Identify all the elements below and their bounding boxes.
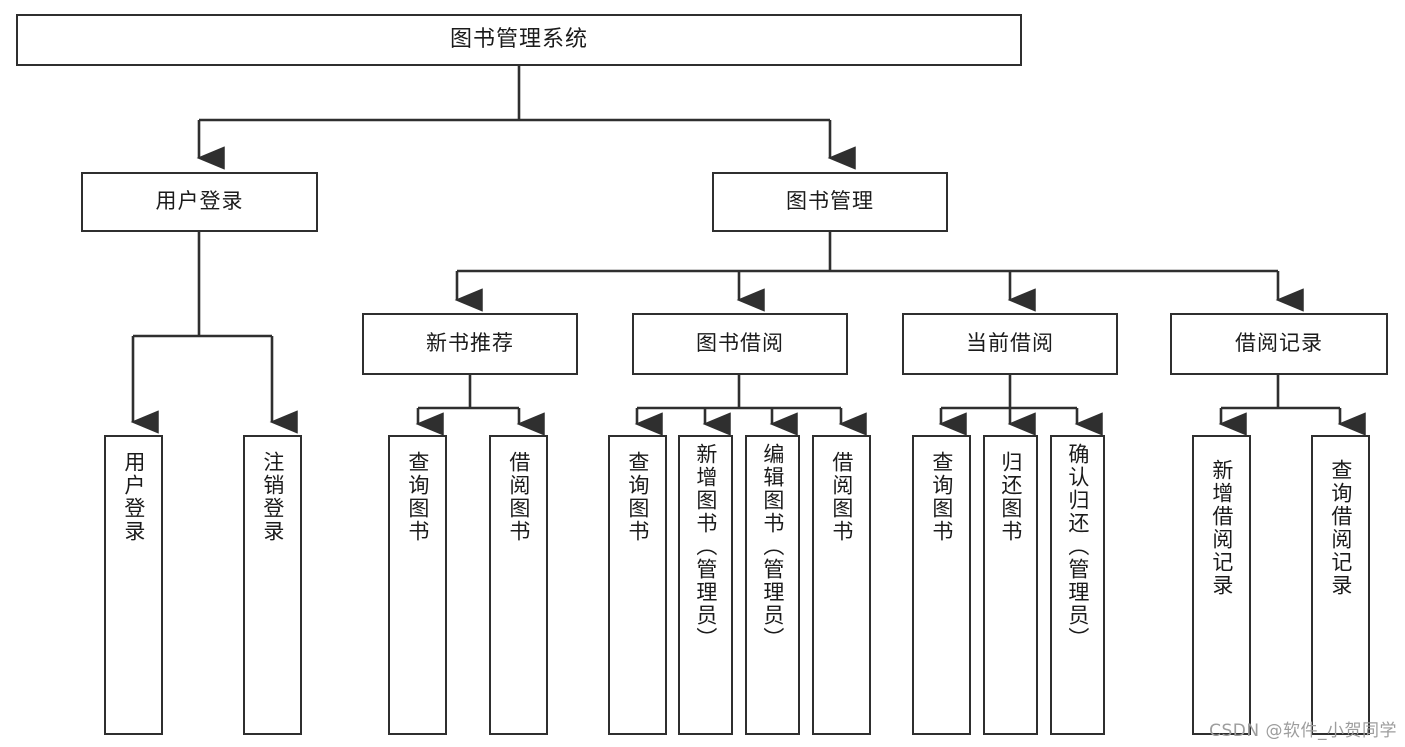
node-query-borrow-record[interactable]: 查询借阅记录 [1311, 435, 1370, 735]
node-add-borrow-record[interactable]: 新增借阅记录 [1192, 435, 1251, 735]
node-user-login[interactable]: 用户登录 [81, 172, 318, 232]
node-edit-book-admin-label: 编辑图书（管理员） [760, 443, 785, 650]
node-query-book-current[interactable]: 查询图书 [912, 435, 971, 735]
node-query-book-recommend-label: 查询图书 [405, 451, 430, 543]
node-new-book-recommend-label: 新书推荐 [426, 331, 514, 356]
node-user-login-action[interactable]: 用户登录 [104, 435, 163, 735]
node-borrow-book-action-label: 借阅图书 [829, 451, 854, 543]
node-new-book-recommend[interactable]: 新书推荐 [362, 313, 578, 375]
node-add-book-admin-label: 新增图书（管理员） [693, 443, 718, 650]
node-borrow-record-label: 借阅记录 [1235, 331, 1323, 356]
node-add-borrow-record-label: 新增借阅记录 [1209, 459, 1234, 597]
node-query-book-current-label: 查询图书 [929, 451, 954, 543]
node-borrow-book-action[interactable]: 借阅图书 [812, 435, 871, 735]
node-book-borrow[interactable]: 图书借阅 [632, 313, 848, 375]
node-edit-book-admin[interactable]: 编辑图书（管理员） [745, 435, 800, 735]
node-root-label: 图书管理系统 [449, 26, 588, 52]
node-query-book-borrow[interactable]: 查询图书 [608, 435, 667, 735]
node-current-borrow[interactable]: 当前借阅 [902, 313, 1118, 375]
node-book-management[interactable]: 图书管理 [712, 172, 948, 232]
node-user-logout-action-label: 注销登录 [260, 451, 285, 543]
node-query-book-recommend[interactable]: 查询图书 [388, 435, 447, 735]
node-confirm-return-admin-label: 确认归还（管理员） [1065, 443, 1090, 650]
node-return-book[interactable]: 归还图书 [983, 435, 1038, 735]
node-borrow-book-recommend[interactable]: 借阅图书 [489, 435, 548, 735]
node-user-login-action-label: 用户登录 [121, 451, 146, 543]
node-query-borrow-record-label: 查询借阅记录 [1328, 459, 1353, 597]
node-book-borrow-label: 图书借阅 [696, 331, 784, 356]
node-current-borrow-label: 当前借阅 [966, 331, 1054, 356]
node-query-book-borrow-label: 查询图书 [625, 451, 650, 543]
node-borrow-book-recommend-label: 借阅图书 [506, 451, 531, 543]
node-confirm-return-admin[interactable]: 确认归还（管理员） [1050, 435, 1105, 735]
node-add-book-admin[interactable]: 新增图书（管理员） [678, 435, 733, 735]
node-user-login-label: 用户登录 [155, 189, 244, 214]
node-book-management-label: 图书管理 [786, 189, 874, 214]
node-user-logout-action[interactable]: 注销登录 [243, 435, 302, 735]
node-borrow-record[interactable]: 借阅记录 [1170, 313, 1388, 375]
node-return-book-label: 归还图书 [998, 451, 1023, 543]
node-root[interactable]: 图书管理系统 [16, 14, 1022, 66]
